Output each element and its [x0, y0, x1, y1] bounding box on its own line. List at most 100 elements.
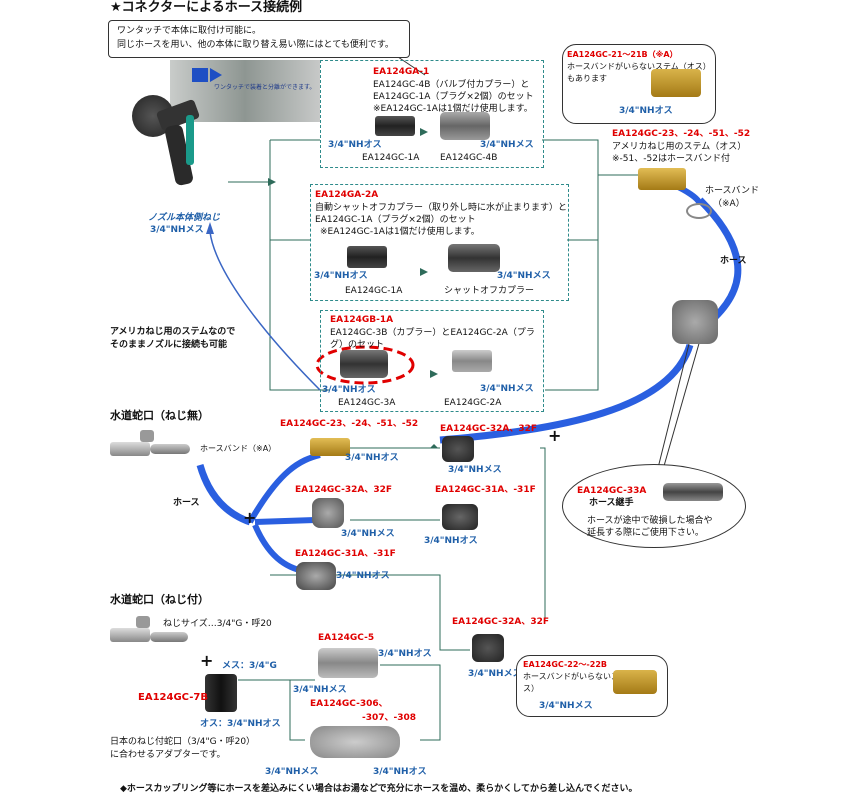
lower-c306-code2: -307、-308: [362, 713, 417, 723]
mid-c3-code: EA124GC-32A、32F: [295, 485, 392, 495]
lower-c306-code1: EA124GC-306、: [310, 699, 388, 709]
box3-code: EA124GB-1A: [330, 315, 394, 325]
box-ea124ga-1: [320, 60, 544, 168]
callout-top-line1: ワンタッチで本体に取付け可能に。: [117, 26, 262, 36]
adapter-note1: 日本のねじ付蛇口（3/4"G・呼20）: [110, 737, 256, 747]
arrow-body: [192, 68, 208, 82]
faucet2-size: ねじサイズ…3/4"G・呼20: [163, 619, 272, 629]
lower-c306-right: 3/4"NHオス: [373, 767, 427, 777]
joint-line1: ホースが途中で破損した場合や: [587, 516, 713, 526]
nozzle-thread: 3/4"NHメス: [150, 225, 204, 235]
stem-bottom-line2: ス）: [523, 684, 539, 693]
box3-desc2: グ）のセット: [330, 340, 385, 350]
faucet-image-2: [110, 614, 190, 654]
female-connector-image-3: [472, 634, 504, 662]
adapter-note2: に合わせるアダプターです。: [110, 750, 226, 760]
plus-sign-right: +: [548, 426, 562, 445]
box2-desc1: 自動シャットオフカプラー（取り外し時に水が止まります）と: [315, 203, 568, 213]
box1-right-label: 3/4"NHメス: [480, 140, 534, 150]
callout-stem-top: EA124GC-21～21B（※A） ホースバンドがいらないステム（オス） もあ…: [562, 44, 716, 124]
us-stem-line2: ※-51、-52はホースバンド付: [612, 154, 730, 164]
photo-caption: ワンタッチで装着と分離ができます。: [214, 84, 316, 91]
shutoff-coupler-image: [448, 244, 500, 272]
hose-band-image: [686, 203, 712, 219]
mid-c1-code: EA124GC-23、-24、-51、-52: [280, 419, 419, 429]
lower-c5-right: 3/4"NHオス: [378, 649, 432, 659]
hose-band-right-line2: （※A）: [713, 199, 745, 209]
lower-c306-left: 3/4"NHメス: [265, 767, 319, 777]
mid-c3-thread: 3/4"NHメス: [341, 529, 395, 539]
stem-top-line2: もあります: [567, 74, 607, 83]
box2-left-code: EA124GC-1A: [345, 286, 403, 296]
coupler-image: [340, 350, 388, 378]
stem-bottom-thread: 3/4"NHメス: [539, 701, 593, 711]
box3-right-label: 3/4"NHメス: [480, 384, 534, 394]
box1-desc3: ※EA124GC-1Aは1個だけ使用します。: [373, 104, 533, 114]
brass-stem-image-3: [310, 438, 350, 456]
adapter-code: EA124GC-7B: [138, 692, 208, 703]
box2-desc3: ※EA124GC-1Aは1個だけ使用します。: [320, 227, 480, 237]
us-stem-line1: アメリカねじ用のステム（オス）: [612, 142, 747, 152]
callout-top: ワンタッチで本体に取付け可能に。 同じホースを用い、他の本体に取り替え易い際には…: [108, 20, 410, 58]
brass-stem-image-2: [638, 168, 686, 190]
mid-c5-thread: 3/4"NHオス: [336, 571, 390, 581]
box3-left-code: EA124GC-3A: [338, 398, 396, 408]
page-title: ★コネクターによるホース接続例: [110, 0, 303, 15]
joint-name: ホース継手: [589, 498, 634, 508]
arrow-icon: [210, 68, 222, 82]
male-connector-image: [442, 504, 478, 530]
box1-left-code: EA124GC-1A: [362, 153, 420, 163]
stem-top-line1: ホースバンドがいらないステム（オス）: [567, 62, 711, 71]
faucet1-label: 水道蛇口（ねじ無）: [110, 409, 209, 422]
plug-image-2: [347, 246, 387, 268]
box2-right-label: 3/4"NHメス: [497, 271, 551, 281]
lower-c5-left: 3/4"NHメス: [293, 685, 347, 695]
joint-line2: 延長する際にご使用下さい。: [587, 528, 704, 538]
stem-bottom-line1: ホースバンドがいらないステム（メ: [523, 672, 651, 681]
box3-desc1: EA124GC-3B（カプラー）とEA124GC-2A（プラ: [330, 328, 535, 338]
box2-right-code: シャットオフカプラー: [444, 286, 535, 296]
box2-desc2: EA124GC-1A（プラグ×2個）のセット: [315, 215, 476, 225]
box1-right-code: EA124GC-4B: [440, 153, 498, 163]
plug-image-3: [452, 350, 492, 372]
lower-c32-thread: 3/4"NHメス: [468, 669, 522, 679]
box3-right-code: EA124GC-2A: [444, 398, 502, 408]
callout-stem-bottom: EA124GC-22～-22B ホースバンドがいらないステム（メ ス） 3/4"…: [516, 655, 668, 717]
connector-5-image: [318, 648, 378, 678]
box1-desc1: EA124GC-4B（バルブ付カプラー）と: [373, 80, 530, 90]
hose-right-label: ホース: [720, 256, 747, 266]
hose-band-right-line1: ホースバンド: [705, 186, 760, 196]
box1-code: EA124GA-1: [373, 67, 430, 77]
callout-hose-joint: EA124GC-33A ホース継手 ホースが途中で破損した場合や 延長する際にご…: [562, 464, 746, 548]
mid-c2-thread: 3/4"NHメス: [448, 465, 502, 475]
box1-left-label: 3/4"NHオス: [328, 140, 382, 150]
male-connector-image-2: [296, 562, 336, 590]
plug-image: [375, 116, 415, 136]
valve-coupler-image: [440, 112, 490, 140]
box2-code: EA124GA-2A: [315, 190, 379, 200]
box-ea124ga-2a: [310, 184, 569, 301]
box1-desc2: EA124GC-1A（プラグ×2個）のセット: [373, 92, 534, 102]
callout-top-line2: 同じホースを用い、他の本体に取り替え易い際にはとても便利です。: [117, 40, 394, 50]
us-note-line2: そのままノズルに接続も可能: [110, 340, 228, 350]
us-stem-code: EA124GC-23、-24、-51、-52: [612, 129, 751, 139]
adapter-bottom-thread: オス：3/4"NHオス: [200, 719, 281, 729]
plus-sign-left: +: [243, 508, 257, 527]
stem-top-code: EA124GC-21～21B（※A）: [567, 50, 678, 59]
lower-c5-code: EA124GC-5: [318, 633, 375, 643]
adapter-top-thread: メス：3/4"G: [222, 661, 277, 671]
nozzle-label: ノズル本体側ねじ: [148, 213, 221, 223]
brass-stem-image: [651, 69, 701, 97]
product-photo: ワンタッチで装着と分離ができます。: [170, 60, 320, 122]
box3-left-label: 3/4"NHオス: [322, 385, 376, 395]
lower-c32-code: EA124GC-32A、32F: [452, 617, 549, 627]
faucet-image: [110, 430, 190, 466]
adapter-image: [205, 674, 237, 712]
spray-nozzle-image: [128, 85, 208, 195]
plus-sign-faucet: +: [200, 651, 214, 670]
mid-c4-thread: 3/4"NHオス: [424, 536, 478, 546]
mid-c1-thread: 3/4"NHオス: [345, 453, 399, 463]
hose-band-left-label: ホースバンド（※A）: [200, 444, 277, 453]
box2-left-label: 3/4"NHオス: [314, 271, 368, 281]
